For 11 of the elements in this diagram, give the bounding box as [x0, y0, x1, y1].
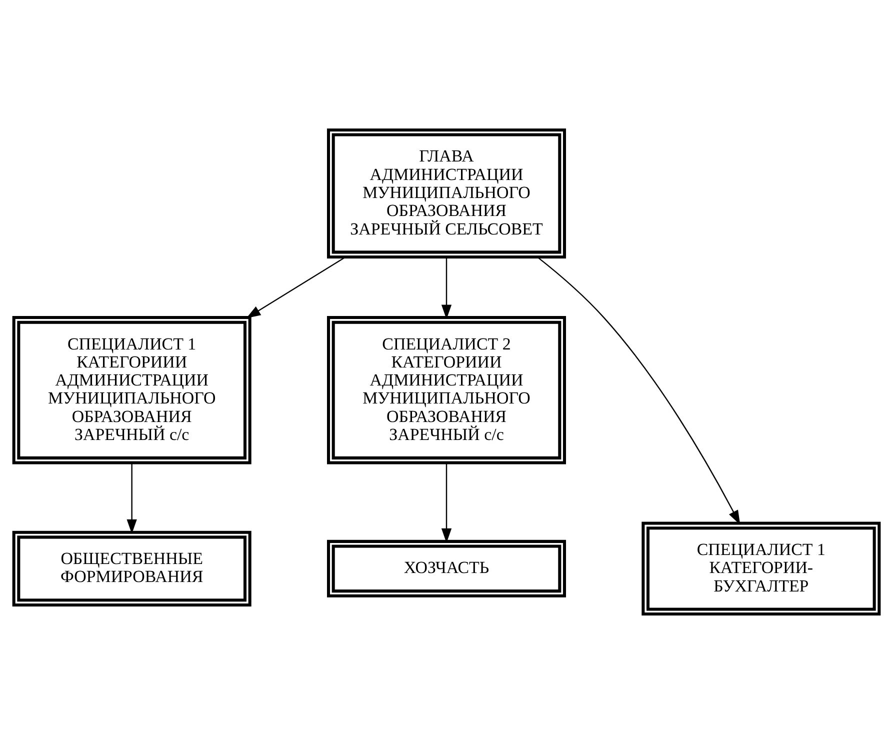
node-box: ХОЗЧАСТЬ	[326, 540, 566, 598]
arrow	[440, 257, 452, 320]
node-box: ОБЩЕСТВЕННЫЕ ФОРМИРОВАНИЯ	[12, 530, 251, 606]
arrow	[246, 256, 346, 318]
node-box: СПЕЦИАЛИСТ 2 КАТЕГОРИИИ АДМИНИСТРАЦИИ МУНИЦИПАЛЬНОГО ОБРАЗОВАНИЯ ЗАРЕЧНЫЙ с/с	[326, 316, 566, 464]
node-box: СПЕЦИАЛИСТ 1 КАТЕГОРИИ- БУХГАЛТЕР	[641, 522, 880, 616]
arrow	[536, 256, 740, 525]
node-box: ГЛАВА АДМИНИСТРАЦИИ МУНИЦИПАЛЬНОГО ОБРАЗОВАНИЯ ЗАРЕЧНЫЙ СЕЛЬСОВЕТ	[326, 128, 566, 259]
arrow	[126, 462, 136, 534]
arrow	[440, 462, 452, 543]
node-box: СПЕЦИАЛИСТ 1 КАТЕГОРИИИ АДМИНИСТРАЦИИ МУНИЦИПАЛЬНОГО ОБРАЗОВАНИЯ ЗАРЕЧНЫЙ с/с	[12, 316, 251, 464]
